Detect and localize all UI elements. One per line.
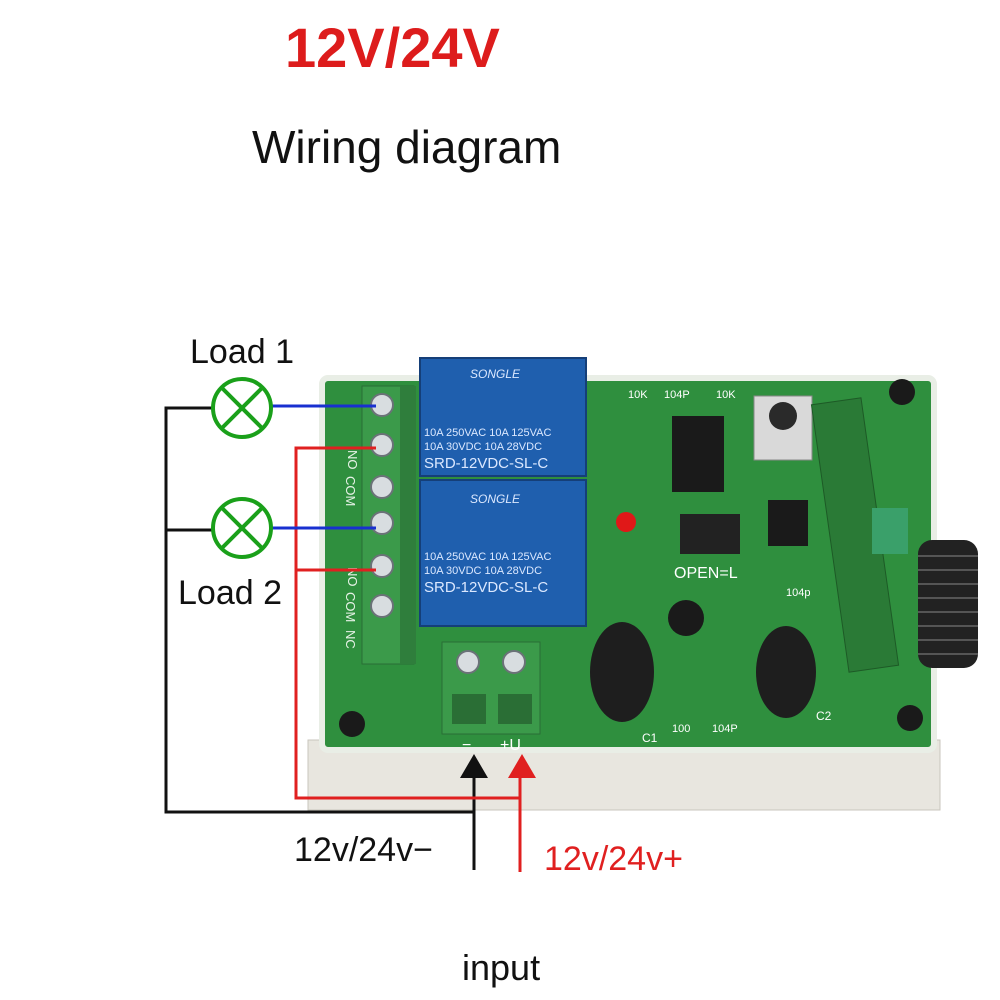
screw-icon [370,511,394,535]
mount-hole-icon [339,711,365,737]
power-input-terminal: − +U [441,641,541,754]
terminal-plus-label: +U [500,737,521,754]
negative-input-label: 12v/24v− [294,831,433,869]
silk-label: 104p [786,587,810,599]
relay-rating: 10A 30VDC 10A 28VDC [424,441,542,453]
screw-icon [370,433,394,457]
screw-icon [456,650,480,674]
button-icon [769,402,797,430]
jumper-label: OPEN=L [674,565,738,582]
relay-1: SONGLE 10A 250VAC 10A 125VAC 10A 30VDC 1… [419,357,587,477]
positive-input-label: 12v/24v+ [544,840,683,878]
relay-brand: SONGLE [470,367,521,381]
silk-label: C1 [642,731,658,745]
silk-label: 10K [628,389,648,401]
terminal-label: COM [343,592,358,622]
relay-brand: SONGLE [470,492,521,506]
silk-label: 100 [672,723,690,735]
silk-label: 104P [664,389,690,401]
silk-label: C2 [816,709,832,723]
relay-model: SRD-12VDC-SL-C [424,455,548,472]
screw-icon [370,594,394,618]
output-terminal-block: NO COM NO COM NC [343,385,416,665]
screw-icon [370,475,394,499]
relay-rating: 10A 250VAC 10A 125VAC [424,427,551,439]
load-2-label: Load 2 [178,574,282,612]
silk-label: 10K [716,389,736,401]
load-1-lamp-icon [211,377,273,439]
screw-icon [502,650,526,674]
screw-icon [370,554,394,578]
positive-wire [294,446,522,872]
ic-chip-icon [768,500,808,546]
terminal-label: NO [345,450,360,470]
pcb-components: OPEN=L C1 C2 100 104P 104p 10K 104P 10K [590,389,908,745]
load-wires [272,404,376,530]
antenna-coil-icon [918,540,978,668]
load-1-label: Load 1 [190,333,294,371]
positive-arrow-icon [508,754,536,778]
mount-hole-icon [897,705,923,731]
ic-chip-icon [672,416,724,492]
diagram-title: 12V/24V [285,16,500,79]
negative-wire [164,406,476,870]
transistor-icon [668,600,704,636]
led-icon [616,512,636,532]
terminal-label: NO [345,567,360,587]
negative-arrow-icon [460,754,488,778]
relay-rating: 10A 250VAC 10A 125VAC [424,551,551,563]
silk-label: 104P [712,723,738,735]
terminal-label: COM [343,476,358,506]
relay-2: SONGLE 10A 250VAC 10A 125VAC 10A 30VDC 1… [419,479,587,627]
diagram-subtitle: Wiring diagram [252,121,562,173]
load-2-lamp-icon [211,497,273,559]
terminal-label: NC [343,630,358,649]
relay-rating: 10A 30VDC 10A 28VDC [424,565,542,577]
capacitor-icon [590,622,654,722]
relay-model: SRD-12VDC-SL-C [424,579,548,596]
rf-chip-icon [872,508,908,554]
terminal-minus-label: − [462,737,471,754]
input-label: input [462,947,541,988]
mount-hole-icon [889,379,915,405]
capacitor-icon [756,626,816,718]
